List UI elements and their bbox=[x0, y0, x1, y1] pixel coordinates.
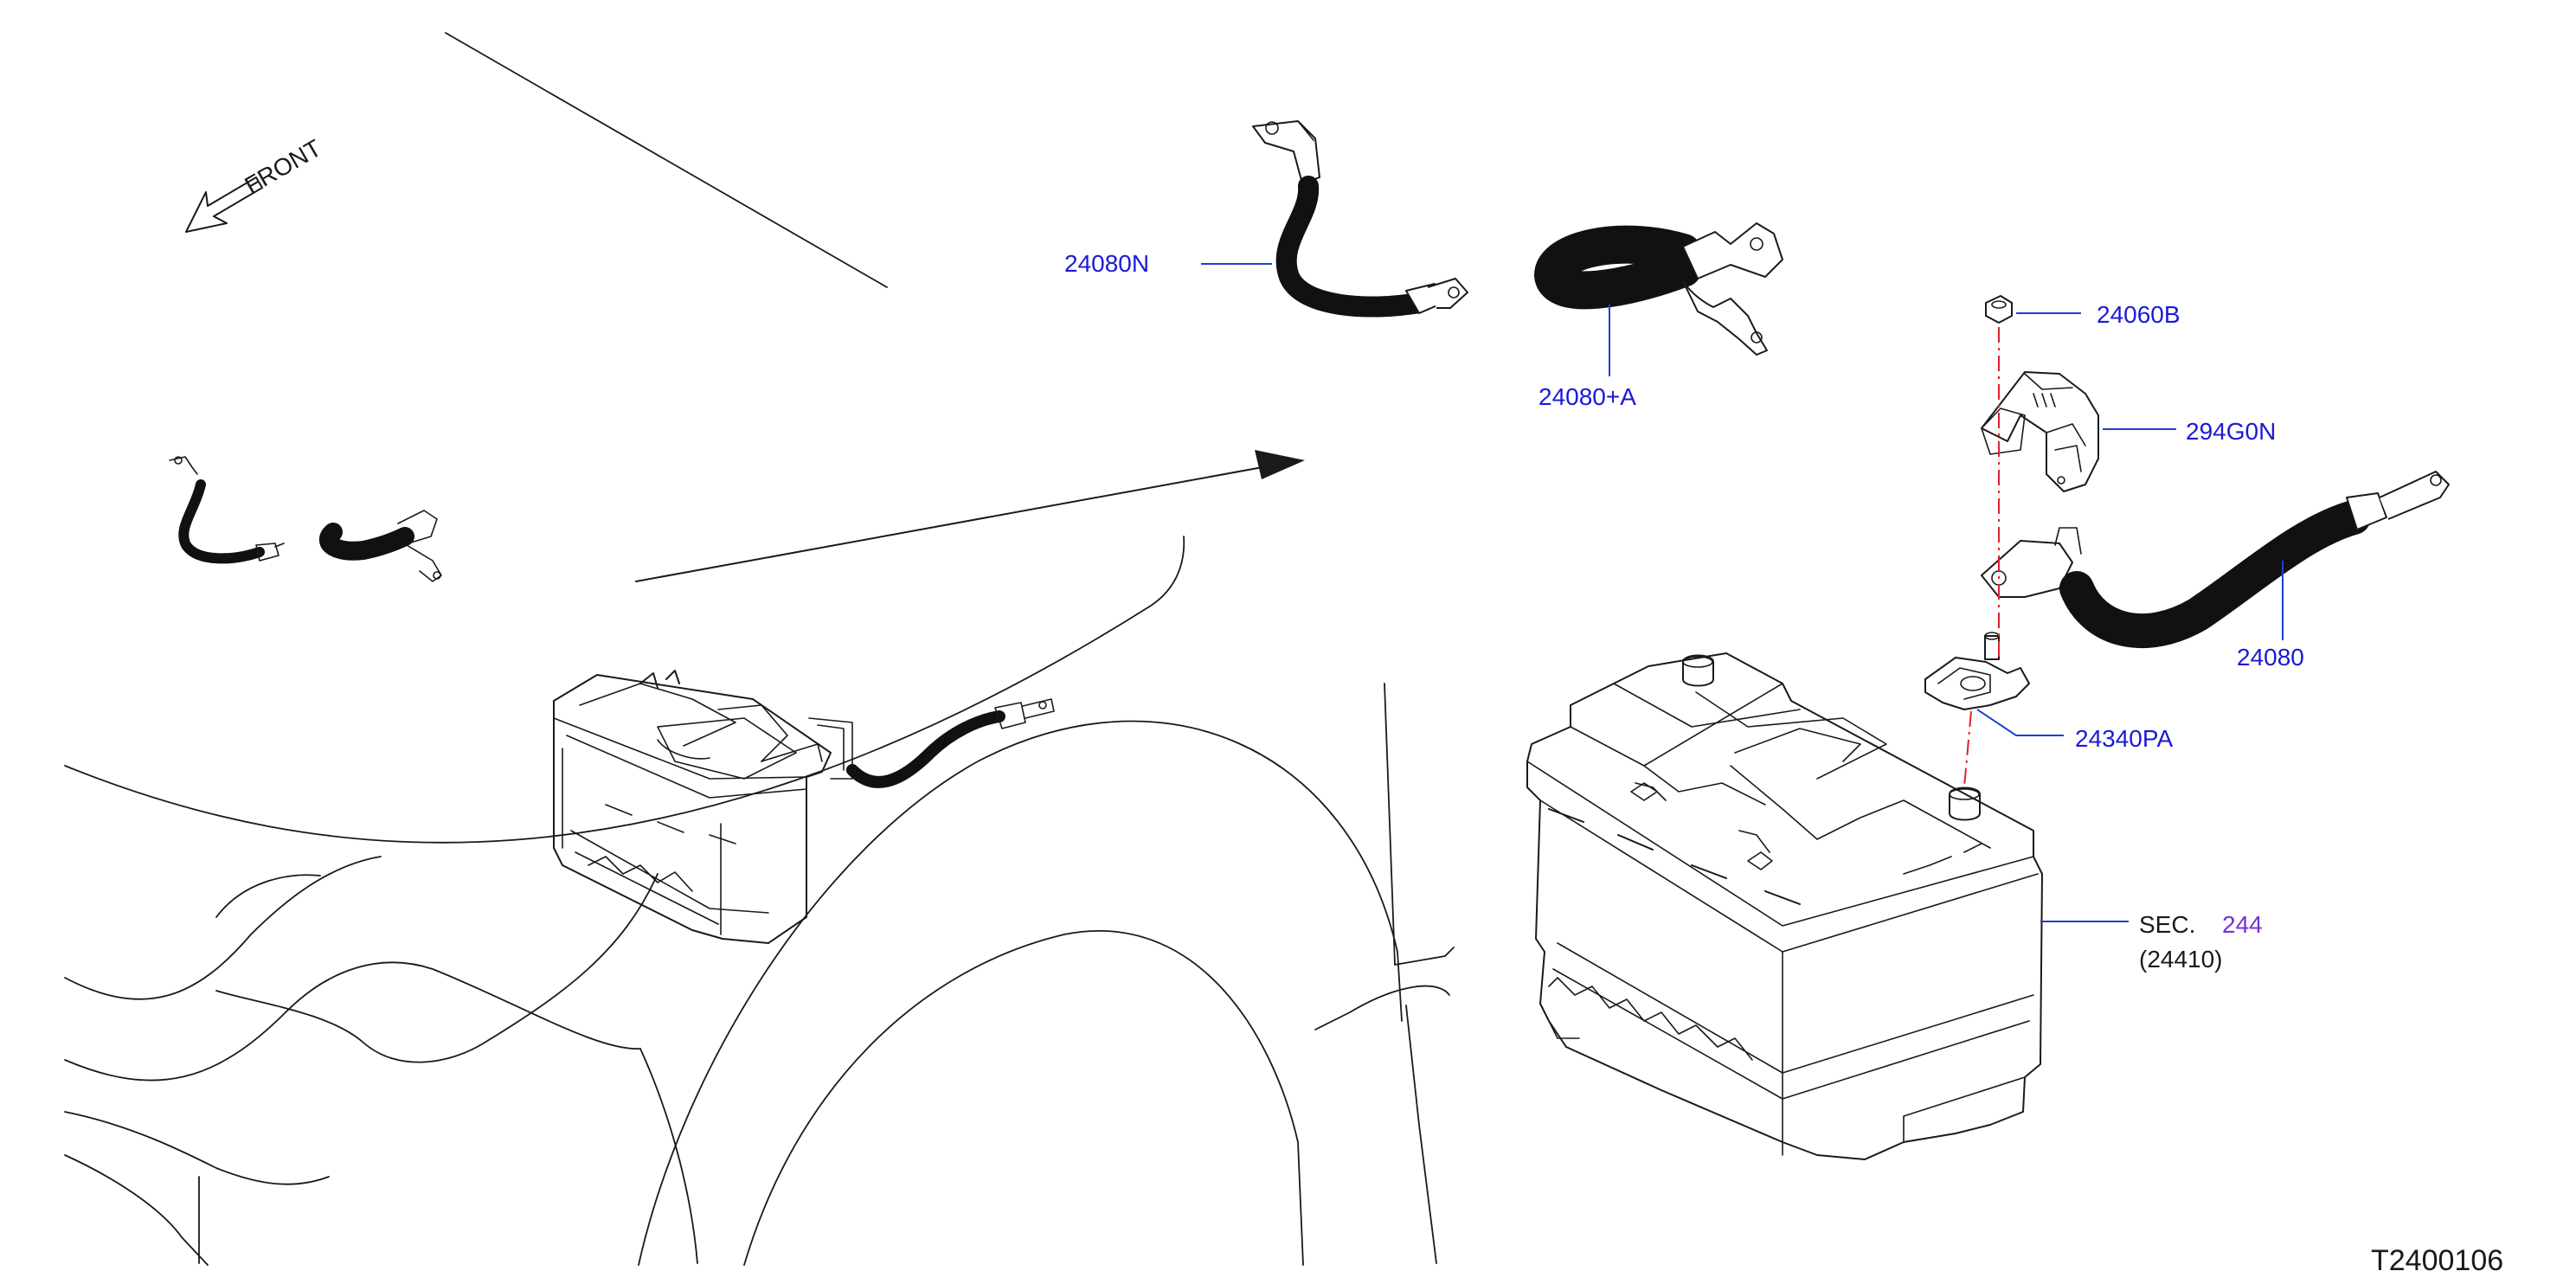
section-number-link[interactable]: 244 bbox=[2222, 911, 2263, 938]
front-direction-indicator: FRONT bbox=[185, 134, 326, 233]
drawing-id: T2400106 bbox=[2371, 1244, 2503, 1277]
callout-24340PA[interactable]: 24340PA bbox=[2075, 725, 2173, 752]
callout-24060B[interactable]: 24060B bbox=[2097, 301, 2181, 328]
callout-294G0N[interactable]: 294G0N bbox=[2186, 418, 2276, 445]
section-prefix: SEC. bbox=[2139, 911, 2195, 938]
callout-24080N[interactable]: 24080N bbox=[1064, 250, 1149, 277]
terminal-24340PA bbox=[1924, 632, 2030, 710]
front-label: FRONT bbox=[241, 134, 326, 199]
cable-24080N bbox=[1252, 120, 1468, 318]
small-battery-in-vehicle bbox=[553, 670, 1055, 944]
callout-labels: 24080N 24080+A 24060B 294G0N 24080 24340… bbox=[1064, 250, 2304, 752]
cable-24080 bbox=[1981, 471, 2450, 649]
section-part-number: (24410) bbox=[2139, 946, 2223, 973]
nut-24060B bbox=[1985, 295, 2013, 324]
small-cable-24080N bbox=[169, 456, 285, 564]
assembly-centerline-lower bbox=[1963, 710, 1972, 788]
section-reference: SEC. 244 (24410) bbox=[2139, 911, 2263, 973]
small-cable-24080A bbox=[319, 510, 442, 582]
front-arrow-icon bbox=[185, 177, 263, 233]
battery-24410 bbox=[1526, 652, 2043, 1160]
cable-24080A bbox=[1534, 222, 1783, 356]
detail-pointer-arrow bbox=[635, 450, 1305, 582]
vehicle-body-outline bbox=[64, 32, 1455, 1266]
callout-24080A[interactable]: 24080+A bbox=[1539, 383, 1636, 410]
callout-24080[interactable]: 24080 bbox=[2237, 644, 2304, 671]
bracket-294G0N bbox=[1981, 371, 2099, 492]
leader-lines bbox=[1201, 263, 2284, 922]
